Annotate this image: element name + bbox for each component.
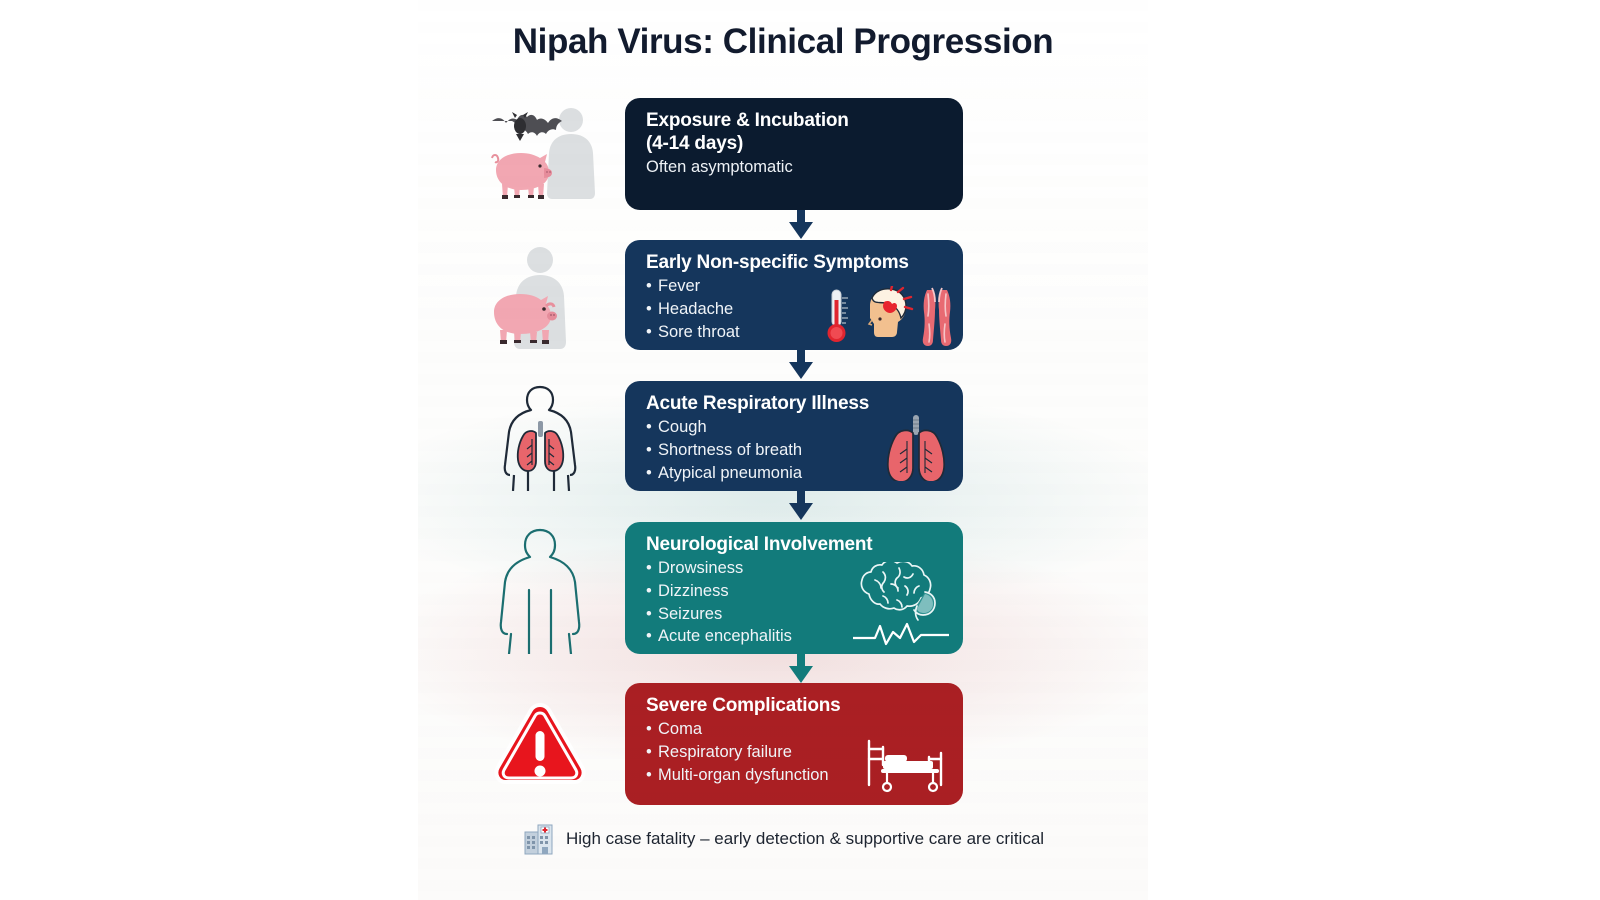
lungs-icon: [516, 421, 565, 472]
stage-4-side-icons: [478, 522, 603, 654]
stage-4-bullet-list: Drowsiness Dizziness Seizures Acute ence…: [646, 557, 947, 648]
stage-card-acute-respiratory[interactable]: Acute Respiratory Illness Cough Shortnes…: [625, 381, 963, 491]
stage-row-exposure-incubation: Exposure & Incubation (4-14 days) Often …: [418, 98, 1148, 210]
list-item: Drowsiness: [646, 557, 947, 580]
arrow-stage3-to-stage4: [786, 491, 816, 521]
torso-outline-icon: [499, 528, 581, 654]
stage-3-side-icons: [478, 381, 603, 491]
stage-5-heading: Severe Complications: [646, 695, 841, 716]
stage-1-side-icons: [478, 98, 603, 210]
arrow-stage4-to-stage5: [786, 654, 816, 684]
human-pig-group-icon: [494, 247, 566, 349]
list-item: Atypical pneumonia: [646, 462, 947, 485]
stage-3-bullet-list: Cough Shortness of breath Atypical pneum…: [646, 416, 947, 484]
bat-pig-human-group-icon: [491, 108, 595, 199]
stage-card-neurological[interactable]: Neurological Involvement Drowsiness Dizz…: [625, 522, 963, 654]
stage-1-subtitle: Often asymptomatic: [646, 158, 793, 177]
list-item: Dizziness: [646, 580, 947, 603]
pig-icon: [494, 294, 557, 344]
list-item: Acute encephalitis: [646, 625, 947, 648]
list-item: Fever: [646, 275, 947, 298]
stage-1-heading-line1: Exposure & Incubation: [646, 110, 849, 131]
list-item: Cough: [646, 416, 947, 439]
human-silhouette-icon: [547, 108, 595, 199]
hospital-icon: [524, 824, 553, 855]
stage-row-severe-complications: Severe Complications Coma Respiratory fa…: [418, 683, 1148, 805]
stage-4-heading: Neurological Involvement: [646, 534, 873, 555]
torso-outline-with-lungs-icon: [503, 385, 577, 491]
list-item: Seizures: [646, 603, 947, 626]
list-item: Coma: [646, 718, 947, 741]
stage-card-severe-complications[interactable]: Severe Complications Coma Respiratory fa…: [625, 683, 963, 805]
list-item: Headache: [646, 298, 947, 321]
arrow-stage2-to-stage3: [786, 350, 816, 380]
bat-icon: [492, 112, 562, 141]
stage-card-exposure-incubation[interactable]: Exposure & Incubation (4-14 days) Often …: [625, 98, 963, 210]
stage-card-early-symptoms[interactable]: Early Non-specific Symptoms Fever Headac…: [625, 240, 963, 350]
arrow-stage1-to-stage2: [786, 210, 816, 240]
stage-row-early-symptoms: Early Non-specific Symptoms Fever Headac…: [418, 240, 1148, 350]
stage-5-side-icons: [478, 683, 603, 805]
infographic-canvas: Nipah Virus: Clinical Progression: [418, 0, 1148, 900]
page-title: Nipah Virus: Clinical Progression: [512, 22, 1054, 61]
stage-5-bullet-list: Coma Respiratory failure Multi-organ dys…: [646, 718, 947, 786]
stage-2-bullet-list: Fever Headache Sore throat: [646, 275, 947, 343]
stage-2-side-icons: [478, 240, 603, 350]
stage-3-heading: Acute Respiratory Illness: [646, 393, 870, 414]
list-item: Multi-organ dysfunction: [646, 764, 947, 787]
stage-row-neurological: Neurological Involvement Drowsiness Dizz…: [418, 522, 1148, 654]
list-item: Shortness of breath: [646, 439, 947, 462]
warning-triangle-icon: [494, 702, 586, 784]
list-item: Respiratory failure: [646, 741, 947, 764]
pig-icon: [491, 153, 552, 199]
stage-1-heading-line2: (4-14 days): [646, 133, 744, 155]
list-item: Sore throat: [646, 321, 947, 344]
stage-row-acute-respiratory: Acute Respiratory Illness Cough Shortnes…: [418, 381, 1148, 491]
stage-1-heading: Exposure & Incubation (4-14 days): [646, 109, 947, 155]
footer-text: High case fatality – early detection & s…: [565, 829, 1045, 848]
stage-2-heading: Early Non-specific Symptoms: [646, 252, 909, 273]
footer: High case fatality – early detection & s…: [418, 822, 1148, 856]
